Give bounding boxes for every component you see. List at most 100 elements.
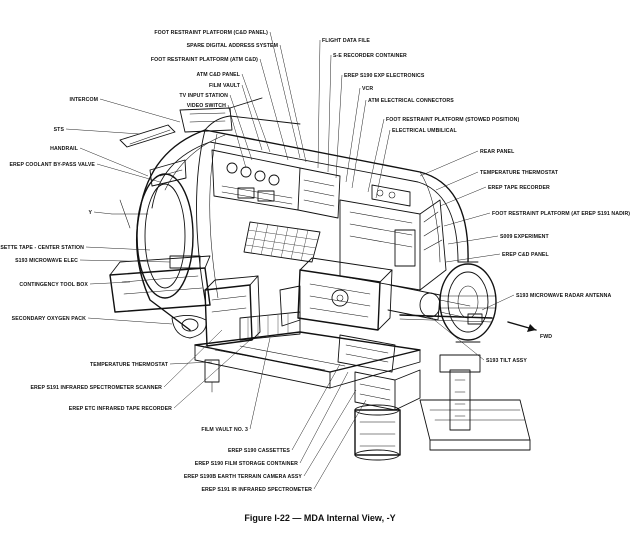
- callout-leader-line: [443, 212, 491, 227]
- callout-leader-line: [79, 147, 149, 177]
- callout-label: VIDEO SWITCH: [187, 103, 226, 109]
- callout-leader-line: [269, 31, 301, 159]
- callout: ATM ELECTRICAL CONNECTORS: [351, 98, 454, 189]
- callout-leader-line: [89, 281, 131, 285]
- cylinder-shell: [111, 115, 469, 331]
- callout-label: FILM VAULT NO. 3: [201, 427, 248, 433]
- callout: TEMPERATURE THERMOSTAT: [90, 361, 213, 368]
- callout: VIDEO SWITCH: [187, 103, 247, 169]
- callout-labels: FOOT RESTRAINT PLATFORM (C&D PANEL)SPARE…: [0, 30, 630, 493]
- callout: EREP S190 FILM STORAGE CONTAINER: [195, 371, 349, 467]
- callout: S193 TILT ASSY: [431, 317, 527, 364]
- callout-label: S193 MICROWAVE RADAR ANTENNA: [516, 293, 611, 299]
- callout-leader-line: [291, 363, 341, 451]
- callout-label: REAR PANEL: [480, 149, 515, 155]
- module-drawing: [109, 97, 531, 461]
- callout-label: VCR: [362, 86, 373, 92]
- callout-label: TEMPERATURE THERMOSTAT: [90, 362, 169, 368]
- erep-cluster: [279, 257, 471, 331]
- callout: TV INPUT STATION: [179, 93, 253, 161]
- callout-leader-line: [351, 99, 367, 189]
- callout-leader-line: [431, 317, 485, 361]
- callout-leader-line: [435, 171, 479, 191]
- callout-leader-line: [249, 337, 271, 430]
- callout-leader-line: [96, 163, 161, 183]
- callout: CASSETTE TAPE - CENTER STATION: [0, 245, 151, 251]
- callout: S009 EXPERIMENT: [447, 234, 550, 245]
- callout-leader-line: [317, 39, 321, 169]
- callout-label: EREP S191 INFRARED SPECTROMETER SCANNER: [31, 385, 163, 391]
- aft-clutter: [179, 97, 263, 133]
- callout-leader-line: [259, 58, 289, 161]
- callout: ELECTRICAL UMBILICAL: [375, 128, 457, 199]
- callout-label: EREP C&D PANEL: [502, 252, 549, 258]
- right-equipment-rack: [339, 184, 447, 291]
- callout-label: S009 EXPERIMENT: [500, 234, 550, 240]
- callout-label: FILM VAULT: [209, 83, 241, 89]
- callout-label: FOOT RESTRAINT PLATFORM (STOWED POSITION…: [386, 117, 519, 123]
- s191-scanner: [204, 275, 261, 347]
- figure-caption: Figure I-22 — MDA Internal View, -Y: [244, 513, 395, 523]
- bottom-pedestal: [354, 404, 401, 461]
- s009-experiment-rod: [399, 313, 493, 325]
- callout: SECONDARY OXYGEN PACK: [12, 316, 173, 325]
- callout-leader-line: [169, 361, 213, 365]
- callout: EREP TAPE RECORDER: [439, 185, 550, 207]
- callout: INTERCOM: [70, 97, 181, 123]
- callout-label: SECONDARY OXYGEN PACK: [12, 316, 87, 322]
- lower-platform: [194, 311, 421, 393]
- callout-label: S-E RECORDER CONTAINER: [333, 53, 407, 59]
- callout-leader-line: [313, 399, 367, 490]
- support-stand: [419, 354, 531, 451]
- callout-leader-line: [79, 259, 171, 263]
- callout-leader-line: [173, 339, 251, 409]
- callout-leader-line: [93, 211, 113, 215]
- callout: S193 MICROWAVE ELEC: [15, 258, 171, 264]
- callout: TEMPERATURE THERMOSTAT: [435, 170, 559, 191]
- callout-leader-line: [227, 104, 247, 169]
- callout-leader-line: [279, 44, 307, 163]
- callout: EREP S191 IR INFRARED SPECTROMETER: [201, 399, 367, 493]
- callout-label: ATM C&D PANEL: [197, 72, 241, 78]
- callout-label: S193 TILT ASSY: [486, 358, 527, 364]
- callout-label: S193 MICROWAVE ELEC: [15, 258, 78, 264]
- callout-leader-line: [447, 235, 499, 245]
- aft-hardware: [119, 124, 187, 187]
- callout-leader-line: [299, 371, 349, 464]
- callout-label: EREP S190 CASSETTES: [228, 448, 290, 454]
- callout: FOOT RESTRAINT PLATFORM (AT EREP S191 NA…: [443, 211, 630, 227]
- callout: VCR: [345, 86, 373, 183]
- callout-label: FLIGHT DATA FILE: [322, 38, 370, 44]
- control-display-panel: [211, 149, 341, 219]
- callout-leader-line: [367, 118, 385, 193]
- callout: ATM C&D PANEL: [197, 72, 271, 153]
- callout: FILM VAULT NO. 3: [201, 337, 271, 433]
- callout-leader-line: [241, 84, 263, 151]
- erep-camera-stack: [337, 334, 421, 411]
- callout: FOOT RESTRAINT PLATFORM (C&D PANEL): [154, 30, 301, 159]
- callout-label: CONTINGENCY TOOL BOX: [19, 282, 88, 288]
- callout: REAR PANEL: [419, 149, 515, 177]
- callout-leader-line: [345, 87, 361, 183]
- callout-label: FOOT RESTRAINT PLATFORM (AT EREP S191 NA…: [492, 211, 630, 217]
- callout-leader-line: [375, 129, 391, 199]
- callout: HANDRAIL: [50, 146, 149, 177]
- callout-leader-line: [65, 128, 141, 135]
- callout-leader-line: [303, 389, 357, 477]
- callout: FOOT RESTRAINT PLATFORM (STOWED POSITION…: [367, 117, 519, 193]
- callout: STS: [54, 127, 141, 135]
- callout-label: FOOT RESTRAINT PLATFORM (ATM C&D): [151, 57, 258, 63]
- callout-label: EREP S190 FILM STORAGE CONTAINER: [195, 461, 298, 467]
- callout-label: SPARE DIGITAL ADDRESS SYSTEM: [187, 43, 278, 49]
- callout: EREP ETC INFRARED TAPE RECORDER: [69, 339, 251, 412]
- callout-label: STS: [54, 127, 65, 133]
- callout-leader-line: [419, 150, 479, 177]
- callout: EREP S191 INFRARED SPECTROMETER SCANNER: [31, 329, 223, 391]
- callout-label: ATM ELECTRICAL CONNECTORS: [368, 98, 454, 104]
- callout-label: EREP S190 EXP ELECTRONICS: [344, 73, 425, 79]
- callout-label: EREP S191 IR INFRARED SPECTROMETER: [201, 487, 312, 493]
- fwd-direction-arrow: FWD: [507, 321, 552, 340]
- callout: Y: [88, 210, 113, 216]
